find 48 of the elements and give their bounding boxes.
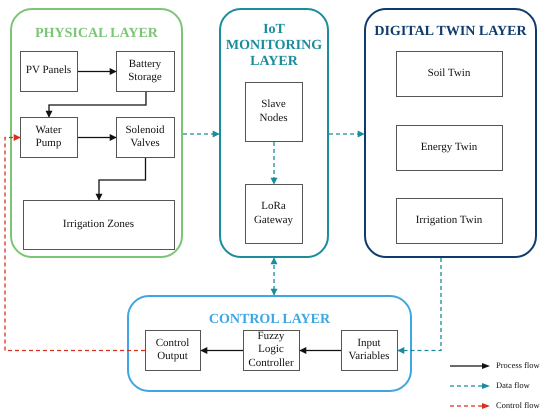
process-box [244,184,302,244]
box-label: Slave Nodes [258,98,289,125]
box-label: Energy Twin [420,140,478,154]
layer-container [219,8,329,258]
arrow [96,158,146,201]
box-label: Irrigation Twin [414,214,484,228]
box-label: LoRa Gateway [252,200,294,227]
process-box [396,198,502,244]
arrow [270,257,278,296]
process-box [116,50,174,92]
process-box [20,50,78,92]
process-box [396,124,502,170]
layer-heading: PHYSICAL LAYER [34,26,159,42]
arrow [329,130,365,138]
arrow [270,142,278,185]
layer-container [10,8,183,258]
arrow [200,347,243,354]
layer-heading: CONTROL LAYER [208,312,332,328]
arrow [4,134,145,352]
layer-heading: IoT MONITORING LAYER [224,22,324,70]
process-box [396,50,502,96]
process-box [144,330,200,370]
process-box [116,116,174,158]
layer-container [364,8,537,258]
process-box [22,200,174,250]
legend-label: Data flow [496,380,530,390]
process-box [340,330,398,370]
arrow [183,130,220,138]
box-label: Fuzzy Logic Controller [247,330,295,370]
box-label: PV Panels [24,64,72,78]
box-label: Control Output [154,336,190,364]
process-box [244,82,302,142]
box-label: Irrigation Zones [62,218,136,232]
box-label: Soil Twin [426,66,472,80]
arrow [46,92,147,118]
layer-heading: DIGITAL TWIN LAYER [373,24,528,40]
arrow [78,68,117,75]
legend-label: Process flow [496,360,540,370]
arrow [78,134,117,141]
box-label: Water Pump [34,124,62,150]
box-label: Input Variables [348,336,390,364]
arrow [397,258,442,354]
box-label: Solenoid Valves [124,124,166,150]
legend-label: Control flow [496,400,540,410]
arrow [299,347,341,354]
process-box [20,116,78,158]
box-label: Battery Storage [127,58,163,84]
layer-container [127,295,412,392]
